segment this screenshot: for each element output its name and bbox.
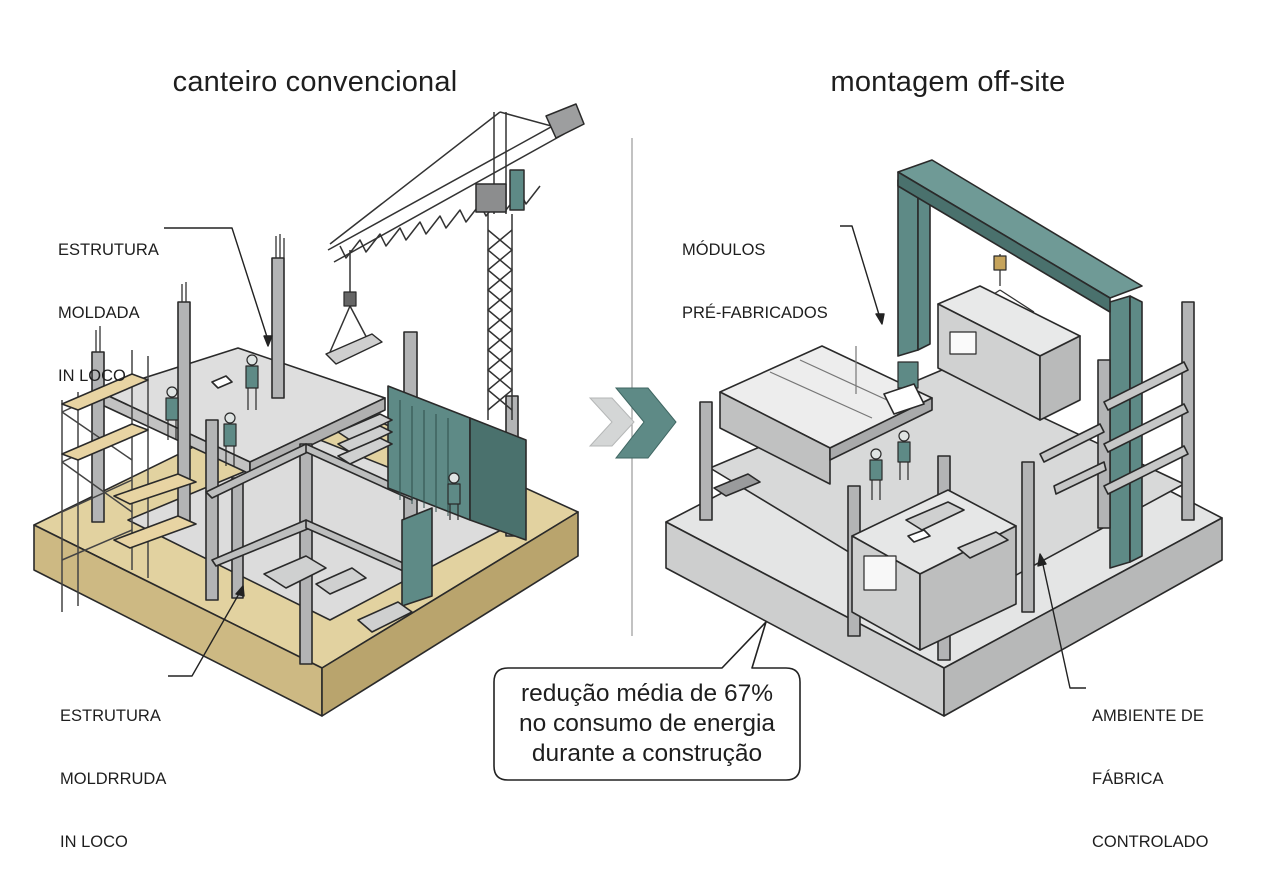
label-cast-in-place-bottom-line1: ESTRUTURA bbox=[60, 707, 161, 725]
gantry-crane bbox=[897, 159, 1143, 569]
offsite-materials bbox=[713, 473, 1009, 559]
tower-crane bbox=[327, 111, 567, 420]
callout-line1: redução média de 67% bbox=[521, 680, 773, 707]
callout-line3: durante a construção bbox=[531, 740, 763, 767]
callout-bubble bbox=[493, 621, 801, 781]
label-controlled-factory-line3: CONTROLADO bbox=[1092, 833, 1209, 851]
label-prefab-modules-line1: MÓDULOS bbox=[682, 241, 766, 259]
left-leader-lines bbox=[164, 227, 273, 677]
label-prefab-modules-line2: PRÉ-FABRICADOS bbox=[682, 304, 828, 322]
label-cast-in-place-top: ESTRUTURA MOLDADA IN LOCO bbox=[58, 198, 159, 408]
workers bbox=[165, 354, 461, 520]
offsite-assembly-illustration bbox=[665, 159, 1223, 717]
label-cast-in-place-top-line1: ESTRUTURA bbox=[58, 241, 159, 259]
right-leader-lines bbox=[840, 225, 1086, 689]
room-module bbox=[719, 345, 933, 485]
callout-line2: no consumo de energia bbox=[518, 710, 776, 737]
label-controlled-factory-line1: AMBIENTE DE bbox=[1092, 707, 1204, 725]
offsite-workers bbox=[869, 430, 911, 500]
comparison-illustration bbox=[33, 103, 1223, 781]
transition-arrows bbox=[588, 387, 677, 459]
concrete-base-right bbox=[943, 517, 1223, 717]
hanging-module bbox=[937, 254, 1081, 421]
scaffold-planks bbox=[61, 373, 197, 549]
label-cast-in-place-top-line3: IN LOCO bbox=[58, 367, 126, 385]
side-frames bbox=[1039, 361, 1189, 495]
label-prefab-modules: MÓDULOS PRÉ-FABRICADOS bbox=[682, 198, 828, 345]
energy-callout: redução média de 67% no consumo de energ… bbox=[494, 668, 800, 780]
conventional-site-illustration bbox=[33, 103, 585, 717]
right-panel-title: montagem off-site bbox=[830, 66, 1066, 98]
label-controlled-factory-line2: FÁBRICA bbox=[1092, 770, 1164, 788]
label-cast-in-place-bottom: ESTRUTURA MOLDRRUDA IN LOCO bbox=[60, 664, 166, 874]
label-controlled-factory: AMBIENTE DE FÁBRICA CONTROLADO bbox=[1092, 664, 1208, 874]
glazed-module bbox=[851, 489, 1017, 651]
rebar-tips bbox=[95, 234, 285, 352]
label-cast-in-place-bottom-line3: IN LOCO bbox=[60, 833, 128, 851]
label-cast-in-place-top-line2: MOLDADA bbox=[58, 304, 140, 322]
sand-base-right bbox=[321, 511, 579, 717]
frame-beams bbox=[205, 443, 413, 575]
arrow-teal-icon bbox=[614, 387, 677, 459]
label-cast-in-place-bottom-line2: MOLDRRUDA bbox=[60, 770, 167, 788]
material-stacks bbox=[211, 375, 413, 633]
crane-parts bbox=[325, 103, 585, 365]
arrow-grey-icon bbox=[588, 397, 635, 447]
left-panel-title: canteiro convencional bbox=[172, 66, 458, 98]
